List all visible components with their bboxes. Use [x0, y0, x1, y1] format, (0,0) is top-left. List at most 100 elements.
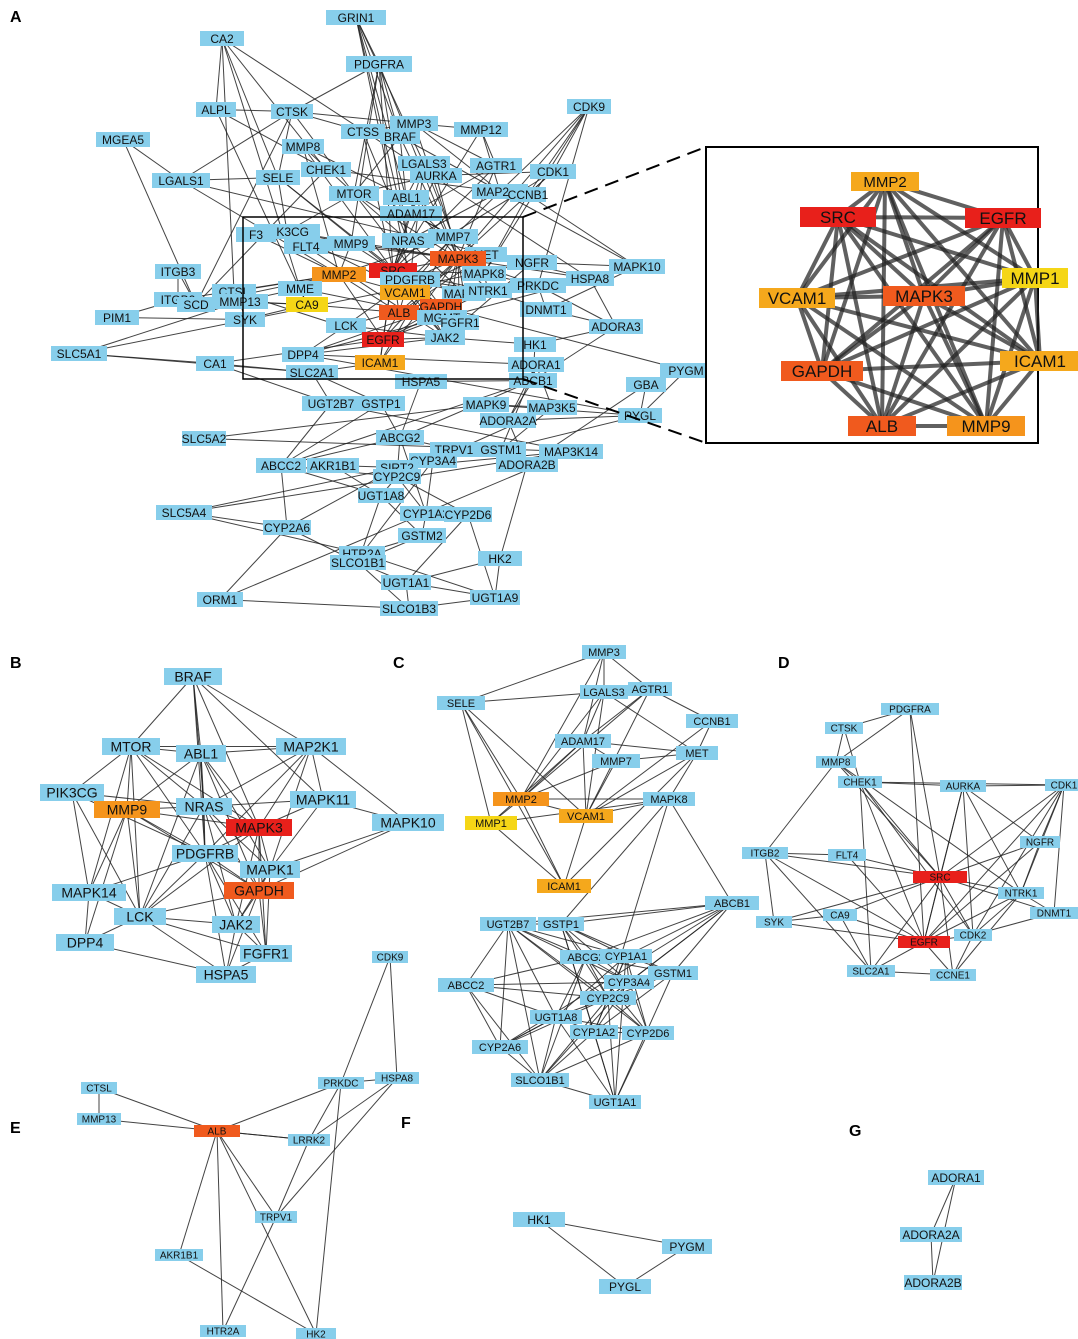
edge-zoom-42: [881, 359, 1041, 428]
node-a-icam1: ICAM1: [355, 355, 405, 370]
edge-b-33: [71, 792, 90, 893]
node-box: [312, 267, 366, 282]
node-label: ABCG2: [567, 952, 604, 964]
node-e-alb: ALB: [194, 1125, 240, 1138]
node-zoom-alb: ALB: [848, 416, 916, 436]
edge-c-42: [563, 815, 587, 887]
node-d-cdk1: CDK1: [1045, 779, 1078, 792]
edge-a-79: [353, 193, 459, 259]
node-label: PRKDC: [517, 279, 559, 293]
node-label: HK1: [527, 1213, 551, 1227]
node-d-aurka: AURKA: [940, 780, 986, 793]
node-label: SYK: [764, 918, 784, 929]
node-a-abcc2: ABCC2: [256, 458, 306, 473]
node-label: ICAM1: [547, 881, 581, 893]
node-b-fgfr1: FGFR1: [240, 945, 292, 962]
node-label: LGALS3: [583, 687, 625, 699]
node-label: NTRK1: [468, 284, 508, 298]
node-c-agtr1: AGTR1: [628, 682, 672, 696]
node-label: FGFR1: [243, 946, 289, 962]
node-a-slc5a1: SLC5A1: [51, 346, 107, 361]
node-box: [383, 190, 429, 205]
node-box: [240, 861, 300, 878]
edge-d-33: [764, 852, 941, 878]
edge-zoom-27: [1033, 277, 1042, 362]
node-a-orm1: ORM1: [197, 592, 243, 607]
node-d-chek1: CHEK1: [838, 776, 882, 789]
node-a-mgea5: MGEA5: [96, 132, 150, 147]
edge-d-14: [859, 781, 974, 936]
node-label: MAPK10: [380, 815, 435, 831]
edge-a-113: [589, 278, 617, 327]
edge-e-16: [275, 1139, 310, 1218]
node-a-pdgfrb: PDGFRB: [380, 272, 440, 287]
edge-e-13: [315, 1082, 342, 1335]
node-a-mmp13: MMP13: [212, 294, 268, 309]
node-box: [1030, 907, 1078, 919]
node-label: MMP3: [397, 117, 432, 131]
node-box: [838, 776, 882, 788]
node-label: PDGFRB: [385, 273, 435, 287]
node-d-syk: SYK: [756, 916, 792, 929]
edge-d-47: [972, 892, 1022, 936]
node-b-braf: BRAF: [164, 668, 222, 685]
node-label: F3: [249, 228, 263, 242]
node-box: [643, 792, 695, 806]
edge-d-53: [839, 914, 872, 972]
edge-d-35: [764, 852, 872, 972]
node-b-nras: NRAS: [176, 798, 232, 815]
node-box: [200, 1325, 246, 1337]
edge-d-34: [764, 852, 925, 943]
node-label: GAPDH: [234, 883, 284, 899]
node-box: [288, 1134, 330, 1146]
node-label: CA1: [203, 357, 227, 371]
node-label: MAPK8: [650, 794, 687, 806]
node-box: [114, 908, 166, 925]
node-box: [930, 969, 976, 981]
edge-f-1: [538, 1219, 626, 1287]
node-a-nras: NRAS: [382, 233, 434, 248]
panel-labels: A B C D E F G: [10, 9, 861, 1140]
node-b-abl1: ABL1: [176, 745, 226, 762]
node-e-hk2: HK2: [296, 1328, 336, 1339]
node-a-ugt1a1: UGT1A1: [381, 575, 431, 590]
edge-b-23: [139, 753, 202, 917]
node-label: PYGM: [669, 1240, 704, 1254]
node-box: [278, 281, 322, 296]
node-label: ABCB1: [714, 898, 750, 910]
node-box: [600, 949, 652, 963]
node-box: [212, 294, 268, 309]
node-zoom-mmp2: MMP2: [851, 172, 919, 191]
node-box: [660, 363, 712, 378]
node-label: CHEK1: [843, 778, 877, 789]
node-label: ADORA3: [591, 320, 641, 334]
node-box: [276, 738, 346, 755]
node-box: [376, 430, 424, 445]
edge-a-28: [552, 106, 590, 172]
node-label: CHEK1: [306, 163, 346, 177]
panel-label-a: A: [10, 9, 22, 26]
edge-a-50: [353, 136, 401, 194]
node-a-fgfr1: FGFR1: [440, 315, 480, 330]
node-a-cyp2d6: CYP2D6: [444, 507, 492, 522]
node-label: MMP13: [82, 1115, 117, 1126]
node-box: [589, 1095, 641, 1109]
node-label: HSPA5: [402, 375, 441, 389]
node-box: [686, 714, 738, 728]
edge-c-106: [555, 1016, 616, 1103]
node-label: UGT1A8: [358, 489, 405, 503]
node-label: AGTR1: [476, 159, 516, 173]
edge-a-215: [203, 404, 487, 439]
node-box: [582, 645, 626, 659]
node-label: ALB: [208, 1127, 227, 1138]
edge-e-12: [308, 1082, 342, 1141]
node-box: [465, 816, 517, 830]
node-label: MAPK3: [438, 252, 479, 266]
node-box: [476, 442, 526, 457]
edge-e-9: [216, 1130, 224, 1332]
node-label: MMP9: [107, 802, 148, 818]
node-box: [560, 950, 612, 964]
edge-c-44: [560, 902, 733, 925]
edge-c-6: [460, 702, 522, 800]
